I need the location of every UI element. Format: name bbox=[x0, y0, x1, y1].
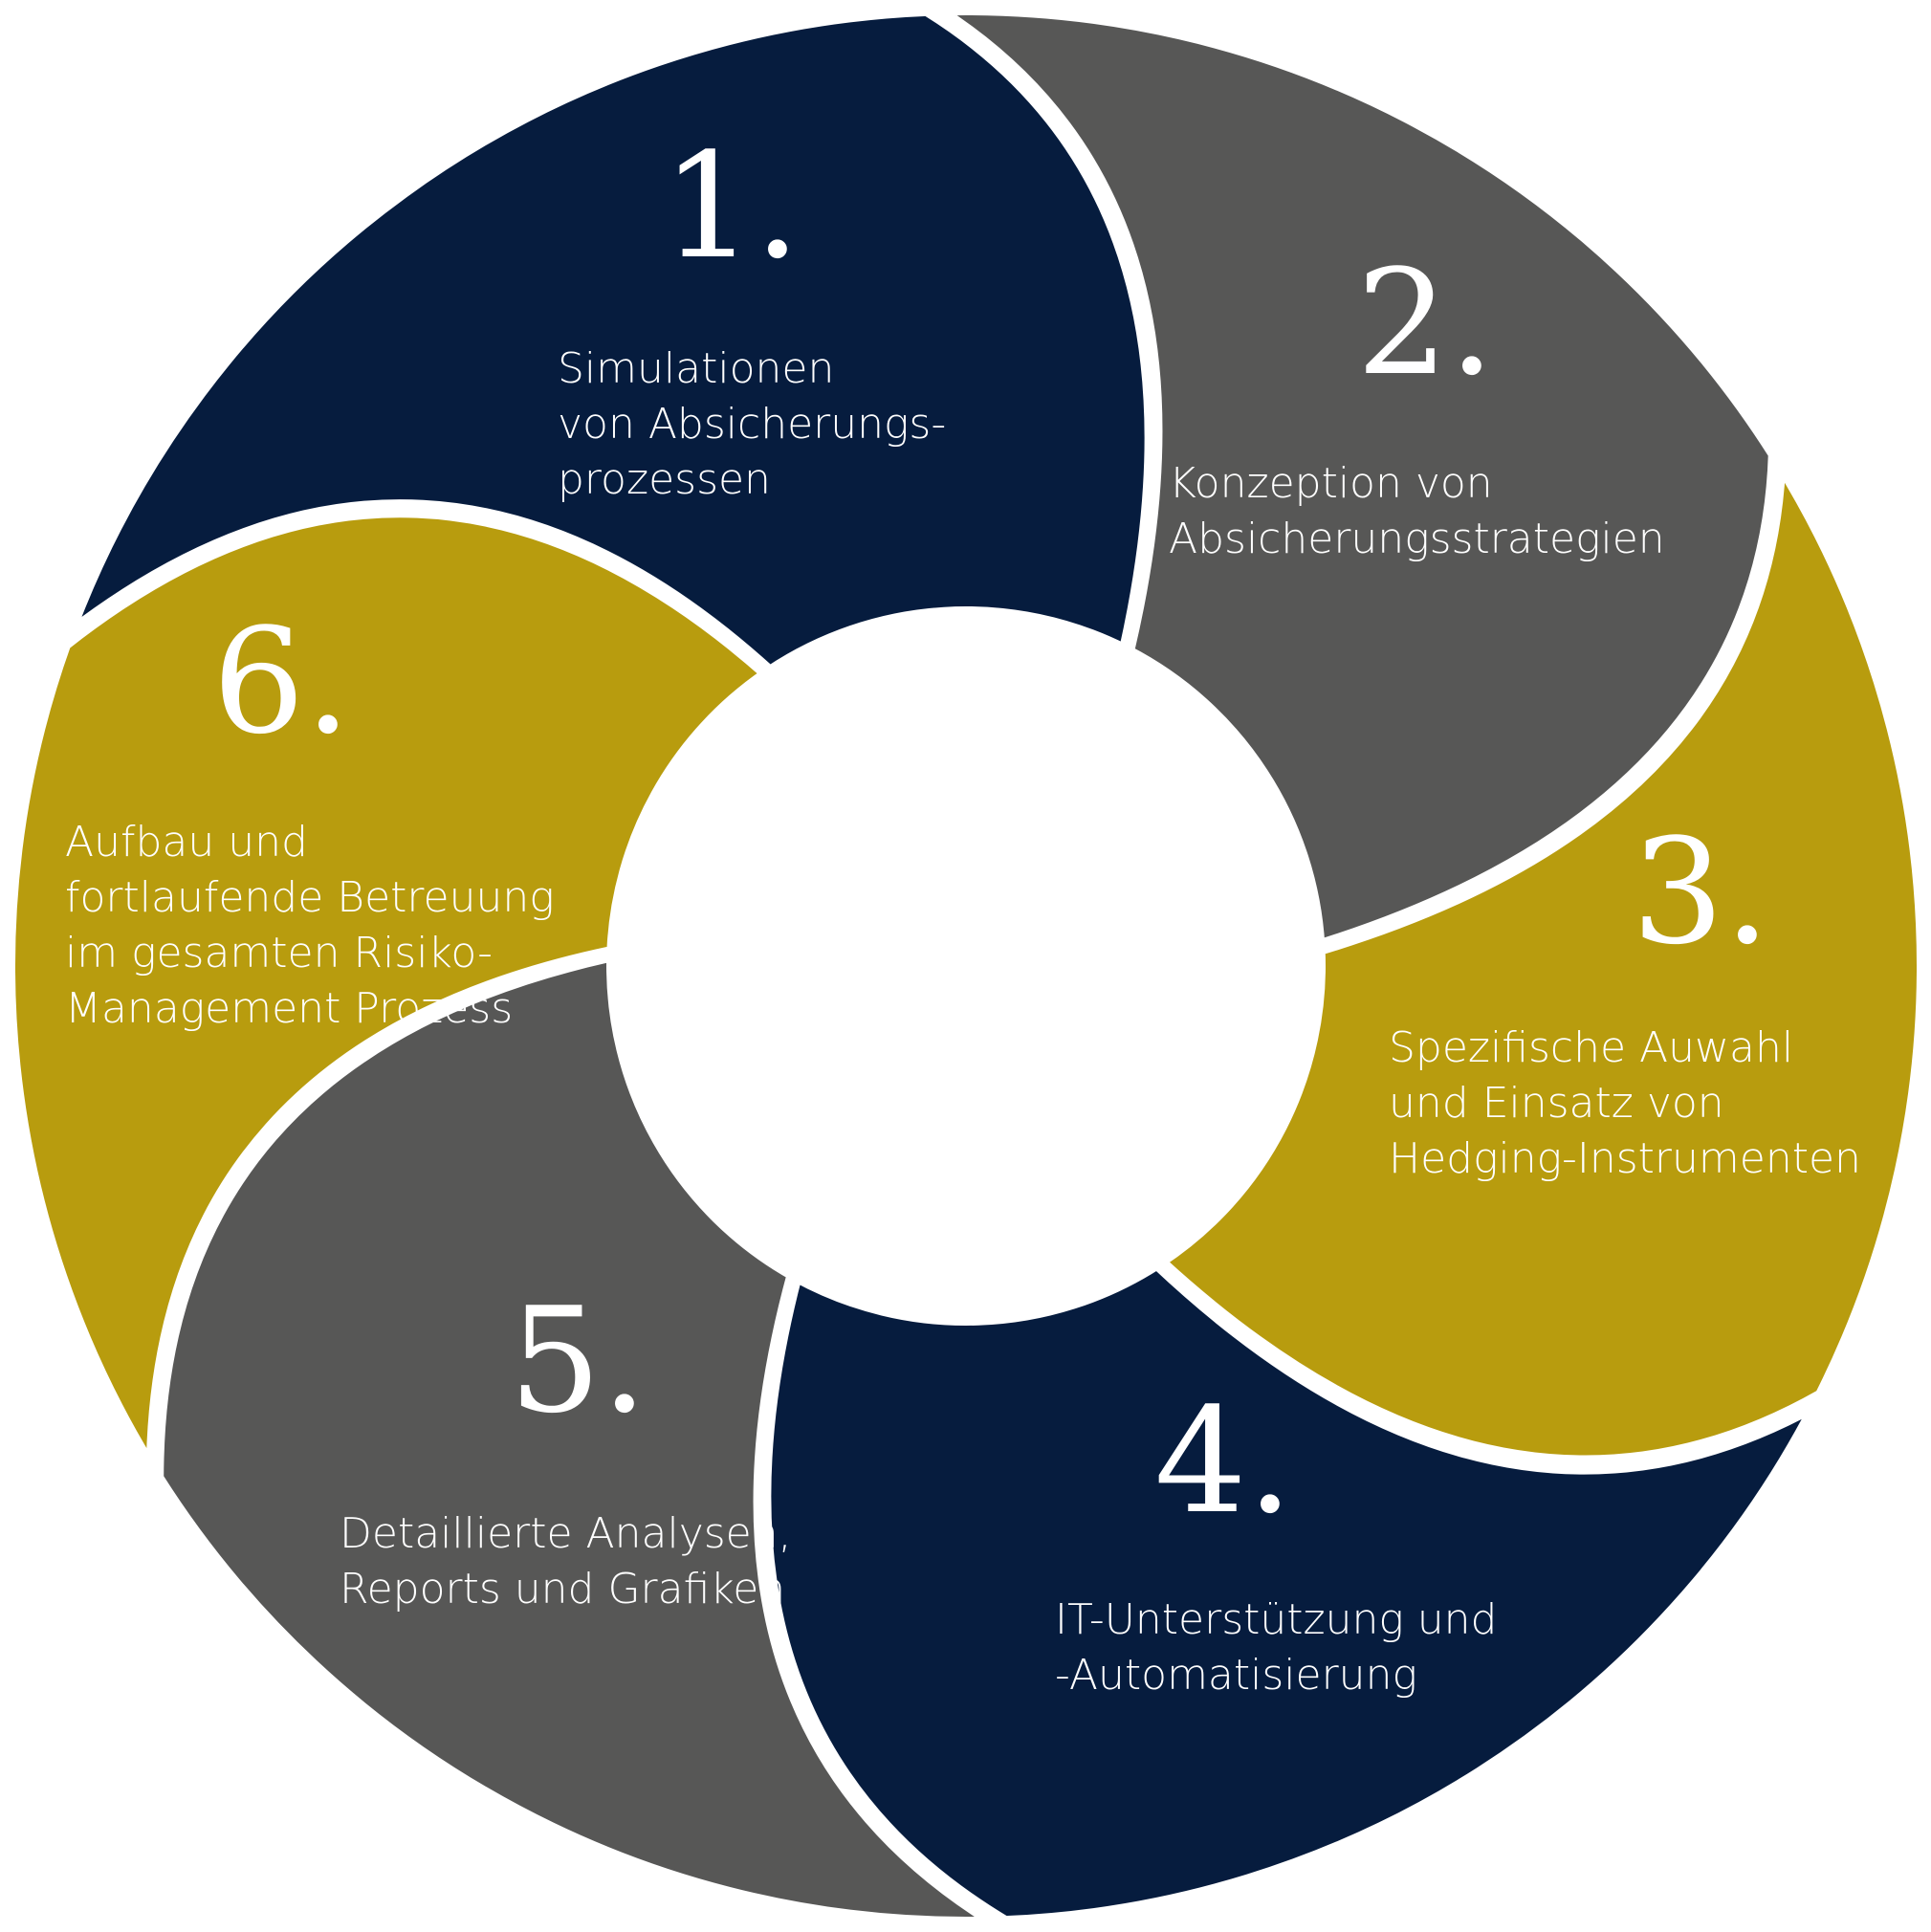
segment-2 bbox=[933, 4, 1780, 952]
segment-3-label-line: Spezifische Auwahl bbox=[1389, 1023, 1793, 1072]
segment-6 bbox=[4, 506, 773, 1474]
segment-5-label-line: Detaillierte Analysen, bbox=[340, 1509, 792, 1558]
segment-1-label-line: von Absicherungs- bbox=[558, 400, 946, 449]
segment-4-number: 4. bbox=[1154, 1376, 1293, 1546]
segment-2-label-line: Absicherungsstrategien bbox=[1169, 515, 1665, 563]
segment-6-label-line: Aufbau und bbox=[65, 818, 308, 867]
segment-6-label-line: im gesamten Risiko- bbox=[65, 929, 493, 977]
segment-5 bbox=[152, 950, 999, 1928]
segment-1-label-line: Simulationen bbox=[558, 344, 834, 393]
labels-layer: 1. Simulationen von Absicherungs-prozessen… bbox=[65, 121, 1861, 1700]
segment-6-number: 6. bbox=[212, 597, 351, 766]
segment-1-number: 1. bbox=[662, 121, 801, 291]
segment-3-label-line: und Einsatz von bbox=[1389, 1079, 1724, 1128]
segment-4 bbox=[759, 1258, 1822, 1928]
segment-2-label-line: Konzeption von bbox=[1169, 459, 1493, 508]
segment-4-label-line: -Automatisierung bbox=[1055, 1651, 1417, 1700]
segment-2-number: 2. bbox=[1356, 238, 1495, 407]
segment-1 bbox=[63, 4, 1156, 677]
segment-4-label-line: IT-Unterstützung und bbox=[1055, 1595, 1497, 1644]
segment-5-number: 5. bbox=[509, 1276, 647, 1445]
segment-3-number: 3. bbox=[1632, 807, 1770, 977]
segment-3-label-line: Hedging-Instrumenten bbox=[1389, 1134, 1861, 1183]
segment-3 bbox=[1154, 458, 1928, 1467]
segment-6-label-line: Management Prozess bbox=[65, 984, 513, 1033]
segment-5-label-line: Reports und Grafiken bbox=[340, 1565, 785, 1614]
segment-6-label-line: fortlaufende Betreuung bbox=[65, 873, 555, 922]
segment-1-label-line: prozessen bbox=[558, 455, 771, 504]
